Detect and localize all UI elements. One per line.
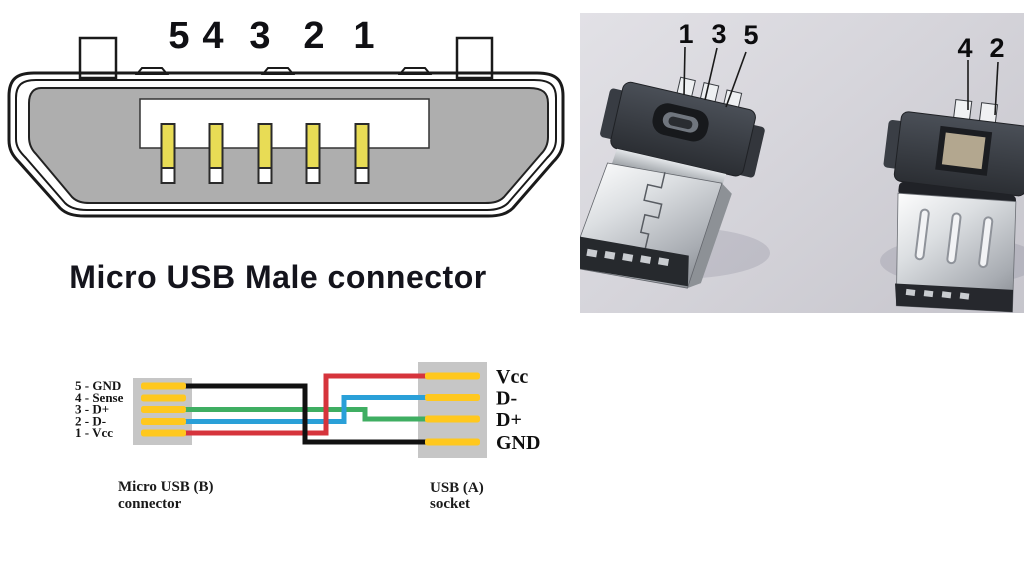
wire-dplus <box>185 407 427 422</box>
shell-seam <box>639 171 666 250</box>
pin-3 <box>257 123 273 184</box>
connector-right-tab <box>455 36 494 80</box>
schematic-caption: Micro USB Male connector <box>69 259 486 295</box>
pin-number-4: 4 <box>202 15 223 57</box>
pin-4 <box>208 123 224 184</box>
schematic-pins <box>160 123 370 184</box>
micro-pin-3 <box>141 406 186 413</box>
pin-cavity <box>139 98 430 149</box>
overmold-hole-core <box>668 116 693 130</box>
connector-photo: 1 3 5 4 2 <box>580 13 1024 313</box>
usb-pin-label-dminus: D- <box>496 388 517 410</box>
wire-dminus <box>185 395 427 424</box>
micro-usb-schematic: 5 4 3 2 1 Micro USB Male connector <box>7 15 565 295</box>
micro-usb-pins <box>141 382 186 437</box>
micro-pin-label-1: 1 - Vcc <box>75 425 113 440</box>
micro-pin-label-4: 4 - Sense <box>75 390 124 405</box>
leader-line-1 <box>683 46 686 96</box>
micro-pin-4 <box>141 394 186 402</box>
mating-face <box>580 236 689 287</box>
shell-inner-outline <box>15 79 557 211</box>
usb-pin-gnd <box>425 438 480 446</box>
connector-photo-drawing: 1 3 5 4 2 <box>580 19 1024 313</box>
pin-5 <box>160 123 176 184</box>
photo-label-2: 2 <box>989 33 1004 63</box>
micro-pin-label-5: 5 - GND <box>75 378 121 393</box>
micro-pin-label-2: 2 - D- <box>75 414 106 429</box>
usb-a-caption-line2: socket <box>430 496 470 512</box>
micro-usb-caption-line2: connector <box>118 496 182 512</box>
wire-vcc <box>185 373 427 436</box>
micro-pin-5 <box>141 382 186 390</box>
usb-pin-label-vcc: Vcc <box>496 366 528 388</box>
micro-pin-2 <box>141 418 186 425</box>
pin-number-3: 3 <box>249 15 270 57</box>
shell-outer-outline <box>7 71 565 218</box>
usb-pin-label-dplus: D+ <box>496 409 522 431</box>
micro-usb-caption-line1: Micro USB (B) <box>118 479 214 495</box>
pin-number-5: 5 <box>168 15 189 57</box>
pin-number-1: 1 <box>353 15 374 57</box>
contact-slots <box>905 288 970 300</box>
overmold-window <box>941 132 986 170</box>
photo-label-1: 1 <box>678 19 693 49</box>
usb-a-caption-line1: USB (A) <box>430 480 484 496</box>
photo-label-4: 4 <box>957 33 972 63</box>
pin-2 <box>305 123 321 184</box>
photo-label-3: 3 <box>711 19 726 49</box>
usb-pin-label-gnd: GND <box>496 432 540 454</box>
pin-1 <box>354 123 370 184</box>
usb-pin-dplus <box>425 415 480 423</box>
photo-label-5: 5 <box>743 20 758 50</box>
shell-side-face <box>687 183 732 289</box>
pin-number-2: 2 <box>303 15 324 57</box>
left-connector-photo <box>580 76 765 289</box>
connector-left-tab <box>78 36 118 80</box>
usb-pin-dminus <box>425 394 480 401</box>
contact-slots <box>586 248 670 266</box>
right-connector-photo <box>883 98 1024 313</box>
shell-grooves <box>914 208 994 269</box>
leader-line-3 <box>704 47 718 101</box>
micro-pin-1 <box>141 429 186 437</box>
wiring-diagram: 5 - GND 4 - Sense 3 - D+ 2 - D- 1 - Vcc … <box>75 362 540 512</box>
wire-gnd <box>185 383 427 445</box>
usb-pin-vcc <box>425 372 480 380</box>
leader-line-5 <box>725 51 747 108</box>
micro-pin-label-3: 3 - D+ <box>75 402 109 417</box>
leader-line-2 <box>994 61 999 116</box>
usb-a-pins <box>425 372 480 446</box>
